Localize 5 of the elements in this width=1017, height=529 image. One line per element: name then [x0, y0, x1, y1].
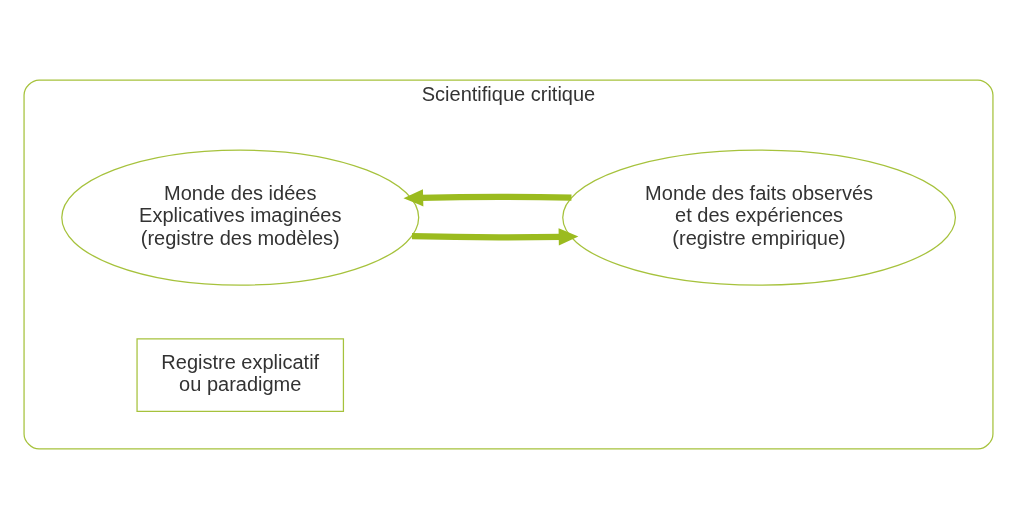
- arrow: [403, 189, 572, 207]
- arrow: [411, 228, 579, 246]
- node-ellipse: Monde des idées Explicatives imaginées (registre des modèles): [61, 149, 420, 286]
- node-box: Registre explicatif ou paradigme: [136, 338, 345, 413]
- node-ellipse: Monde des faits observés et des expériences (registre empirique): [562, 149, 957, 286]
